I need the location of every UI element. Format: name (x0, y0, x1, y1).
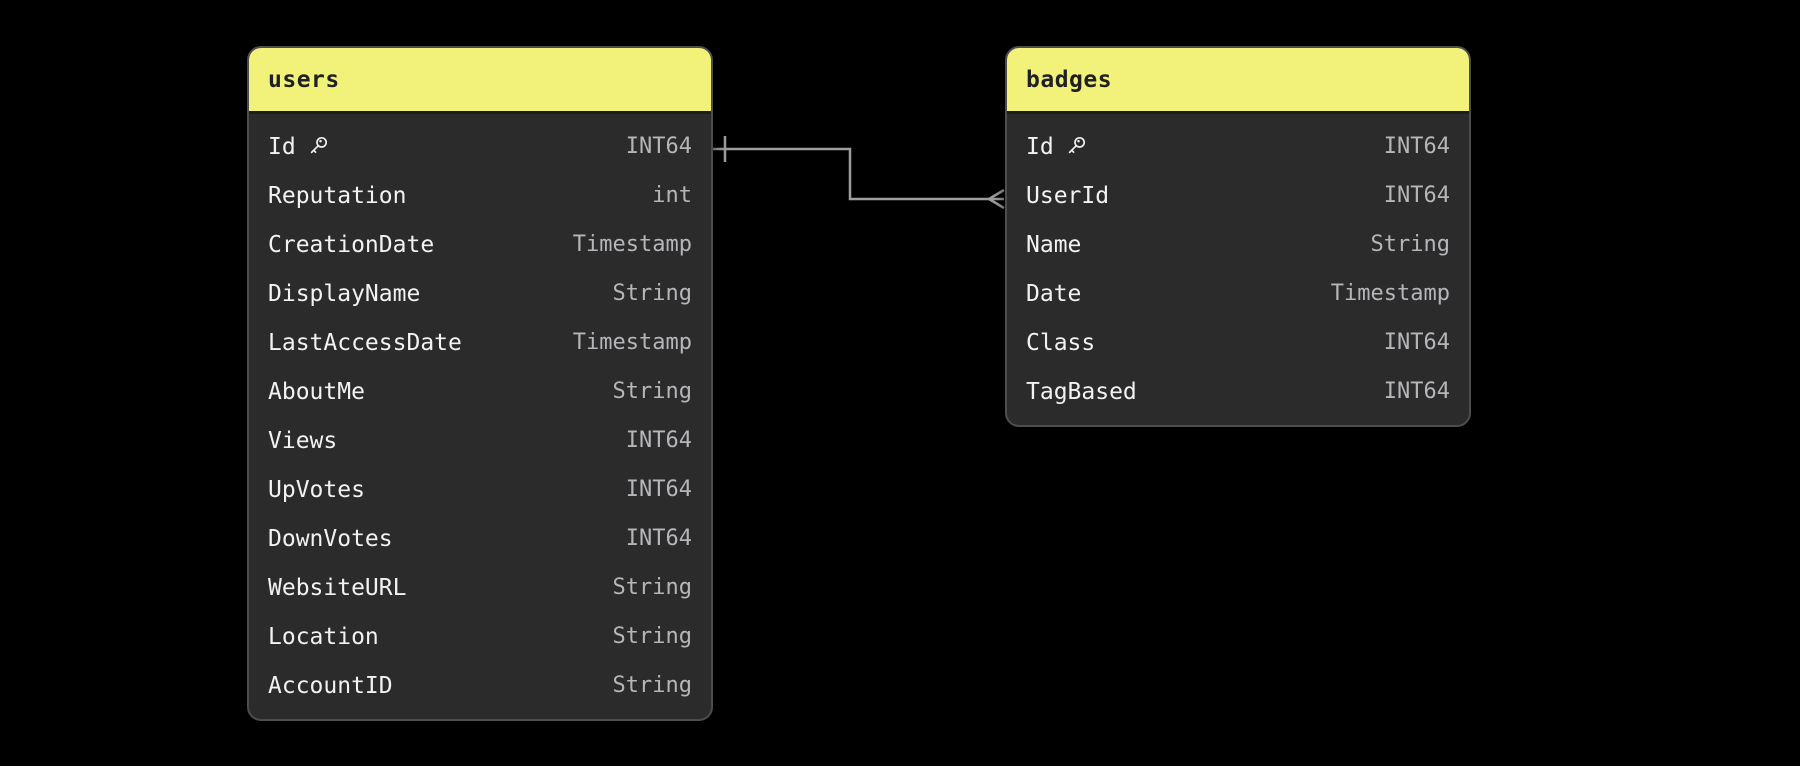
field-row-badges-name[interactable]: Name String (1007, 220, 1469, 269)
field-row-users-id[interactable]: Id INT64 (249, 122, 711, 171)
field-name: Location (268, 623, 379, 650)
field-type: INT64 (1383, 183, 1450, 208)
primary-key-icon (1065, 135, 1088, 158)
field-type: INT64 (1383, 379, 1450, 404)
field-type: String (612, 673, 692, 698)
cardinality-many-crowfoot (986, 188, 1005, 210)
field-name: Name (1026, 231, 1082, 258)
field-row-users-reputation[interactable]: Reputation int (249, 171, 711, 220)
field-name: Id (268, 133, 296, 160)
table-badges[interactable]: badges Id INT64 UserId INT6 (1005, 46, 1471, 427)
field-name: Views (268, 427, 338, 454)
field-row-badges-id[interactable]: Id INT64 (1007, 122, 1469, 171)
field-name: Id (1026, 133, 1054, 160)
field-row-users-downvotes[interactable]: DownVotes INT64 (249, 514, 711, 563)
field-row-users-websiteurl[interactable]: WebsiteURL String (249, 563, 711, 612)
field-type: INT64 (625, 428, 692, 453)
field-type: String (612, 624, 692, 649)
field-type: INT64 (625, 526, 692, 551)
field-row-users-upvotes[interactable]: UpVotes INT64 (249, 465, 711, 514)
field-type: int (652, 183, 692, 208)
field-type: Timestamp (572, 330, 692, 355)
field-row-badges-class[interactable]: Class INT64 (1007, 318, 1469, 367)
field-type: String (1370, 232, 1450, 257)
field-name: DisplayName (268, 280, 421, 307)
field-name: Date (1026, 280, 1082, 307)
table-users[interactable]: users Id INT64 Reputation i (247, 46, 713, 721)
field-row-users-views[interactable]: Views INT64 (249, 416, 711, 465)
field-type: String (612, 379, 692, 404)
table-users-header[interactable]: users (249, 48, 711, 114)
field-name: AccountID (268, 672, 393, 699)
field-name: Reputation (268, 182, 407, 209)
field-type: String (612, 575, 692, 600)
field-type: INT64 (1383, 330, 1450, 355)
field-row-users-displayname[interactable]: DisplayName String (249, 269, 711, 318)
field-name: LastAccessDate (268, 329, 462, 356)
field-row-badges-tagbased[interactable]: TagBased INT64 (1007, 367, 1469, 416)
field-row-users-location[interactable]: Location String (249, 612, 711, 661)
field-type: Timestamp (1330, 281, 1450, 306)
field-name: WebsiteURL (268, 574, 407, 601)
field-name: UserId (1026, 182, 1110, 209)
connector-path[interactable] (713, 147, 1004, 201)
field-name: Class (1026, 329, 1096, 356)
field-row-users-accountid[interactable]: AccountID String (249, 661, 711, 710)
field-type: Timestamp (572, 232, 692, 257)
field-name: AboutMe (268, 378, 365, 405)
field-name: TagBased (1026, 378, 1137, 405)
field-name: CreationDate (268, 231, 435, 258)
table-badges-fields: Id INT64 UserId INT64 Name (1007, 114, 1469, 425)
field-row-users-lastaccessdate[interactable]: LastAccessDate Timestamp (249, 318, 711, 367)
table-users-title: users (268, 66, 340, 93)
field-name: UpVotes (268, 476, 365, 503)
field-row-users-aboutme[interactable]: AboutMe String (249, 367, 711, 416)
primary-key-icon (307, 135, 330, 158)
field-type: INT64 (625, 477, 692, 502)
field-name: DownVotes (268, 525, 393, 552)
field-row-badges-date[interactable]: Date Timestamp (1007, 269, 1469, 318)
field-row-badges-userid[interactable]: UserId INT64 (1007, 171, 1469, 220)
field-type: String (612, 281, 692, 306)
field-type: INT64 (1383, 134, 1450, 159)
table-badges-header[interactable]: badges (1007, 48, 1469, 114)
field-type: INT64 (625, 134, 692, 159)
table-badges-title: badges (1026, 66, 1113, 93)
table-users-fields: Id INT64 Reputation int Creati (249, 114, 711, 719)
field-row-users-creationdate[interactable]: CreationDate Timestamp (249, 220, 711, 269)
